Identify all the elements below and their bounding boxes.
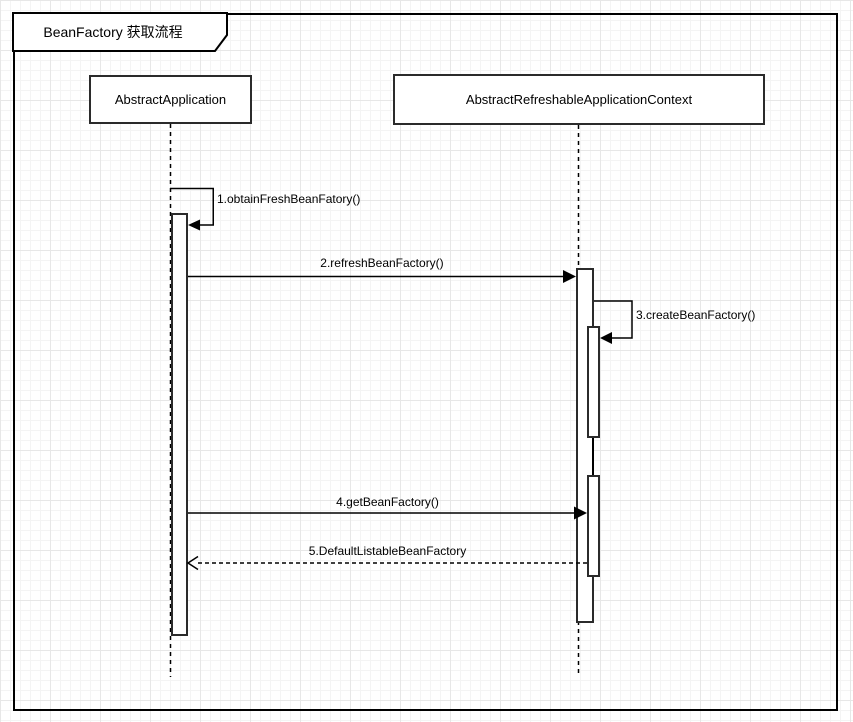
message-4-label: 4.getBeanFactory()	[336, 495, 439, 509]
lifeline-head-abstract-refreshable-application-context: AbstractRefreshableApplicationContext	[393, 74, 765, 125]
lifeline-head-label: AbstractApplication	[114, 92, 227, 107]
message-3-label: 3.createBeanFactory()	[636, 308, 756, 322]
message-5-label: 5.DefaultListableBeanFactory	[308, 544, 467, 558]
activation-bar-right-nested-2	[587, 475, 600, 577]
activation-bar-left	[171, 213, 188, 636]
message-1-label: 1.obtainFreshBeanFatory()	[217, 192, 361, 206]
message-2-label: 2.refreshBeanFactory()	[320, 256, 444, 270]
activation-connector-line	[592, 438, 594, 475]
lifeline-head-abstract-application: AbstractApplication	[89, 75, 252, 124]
uml-frame-border	[13, 13, 838, 711]
activation-bar-right-nested-1	[587, 326, 600, 438]
lifeline-head-label: AbstractRefreshableApplicationContext	[465, 92, 693, 107]
frame-title: BeanFactory 获取流程	[43, 24, 183, 40]
